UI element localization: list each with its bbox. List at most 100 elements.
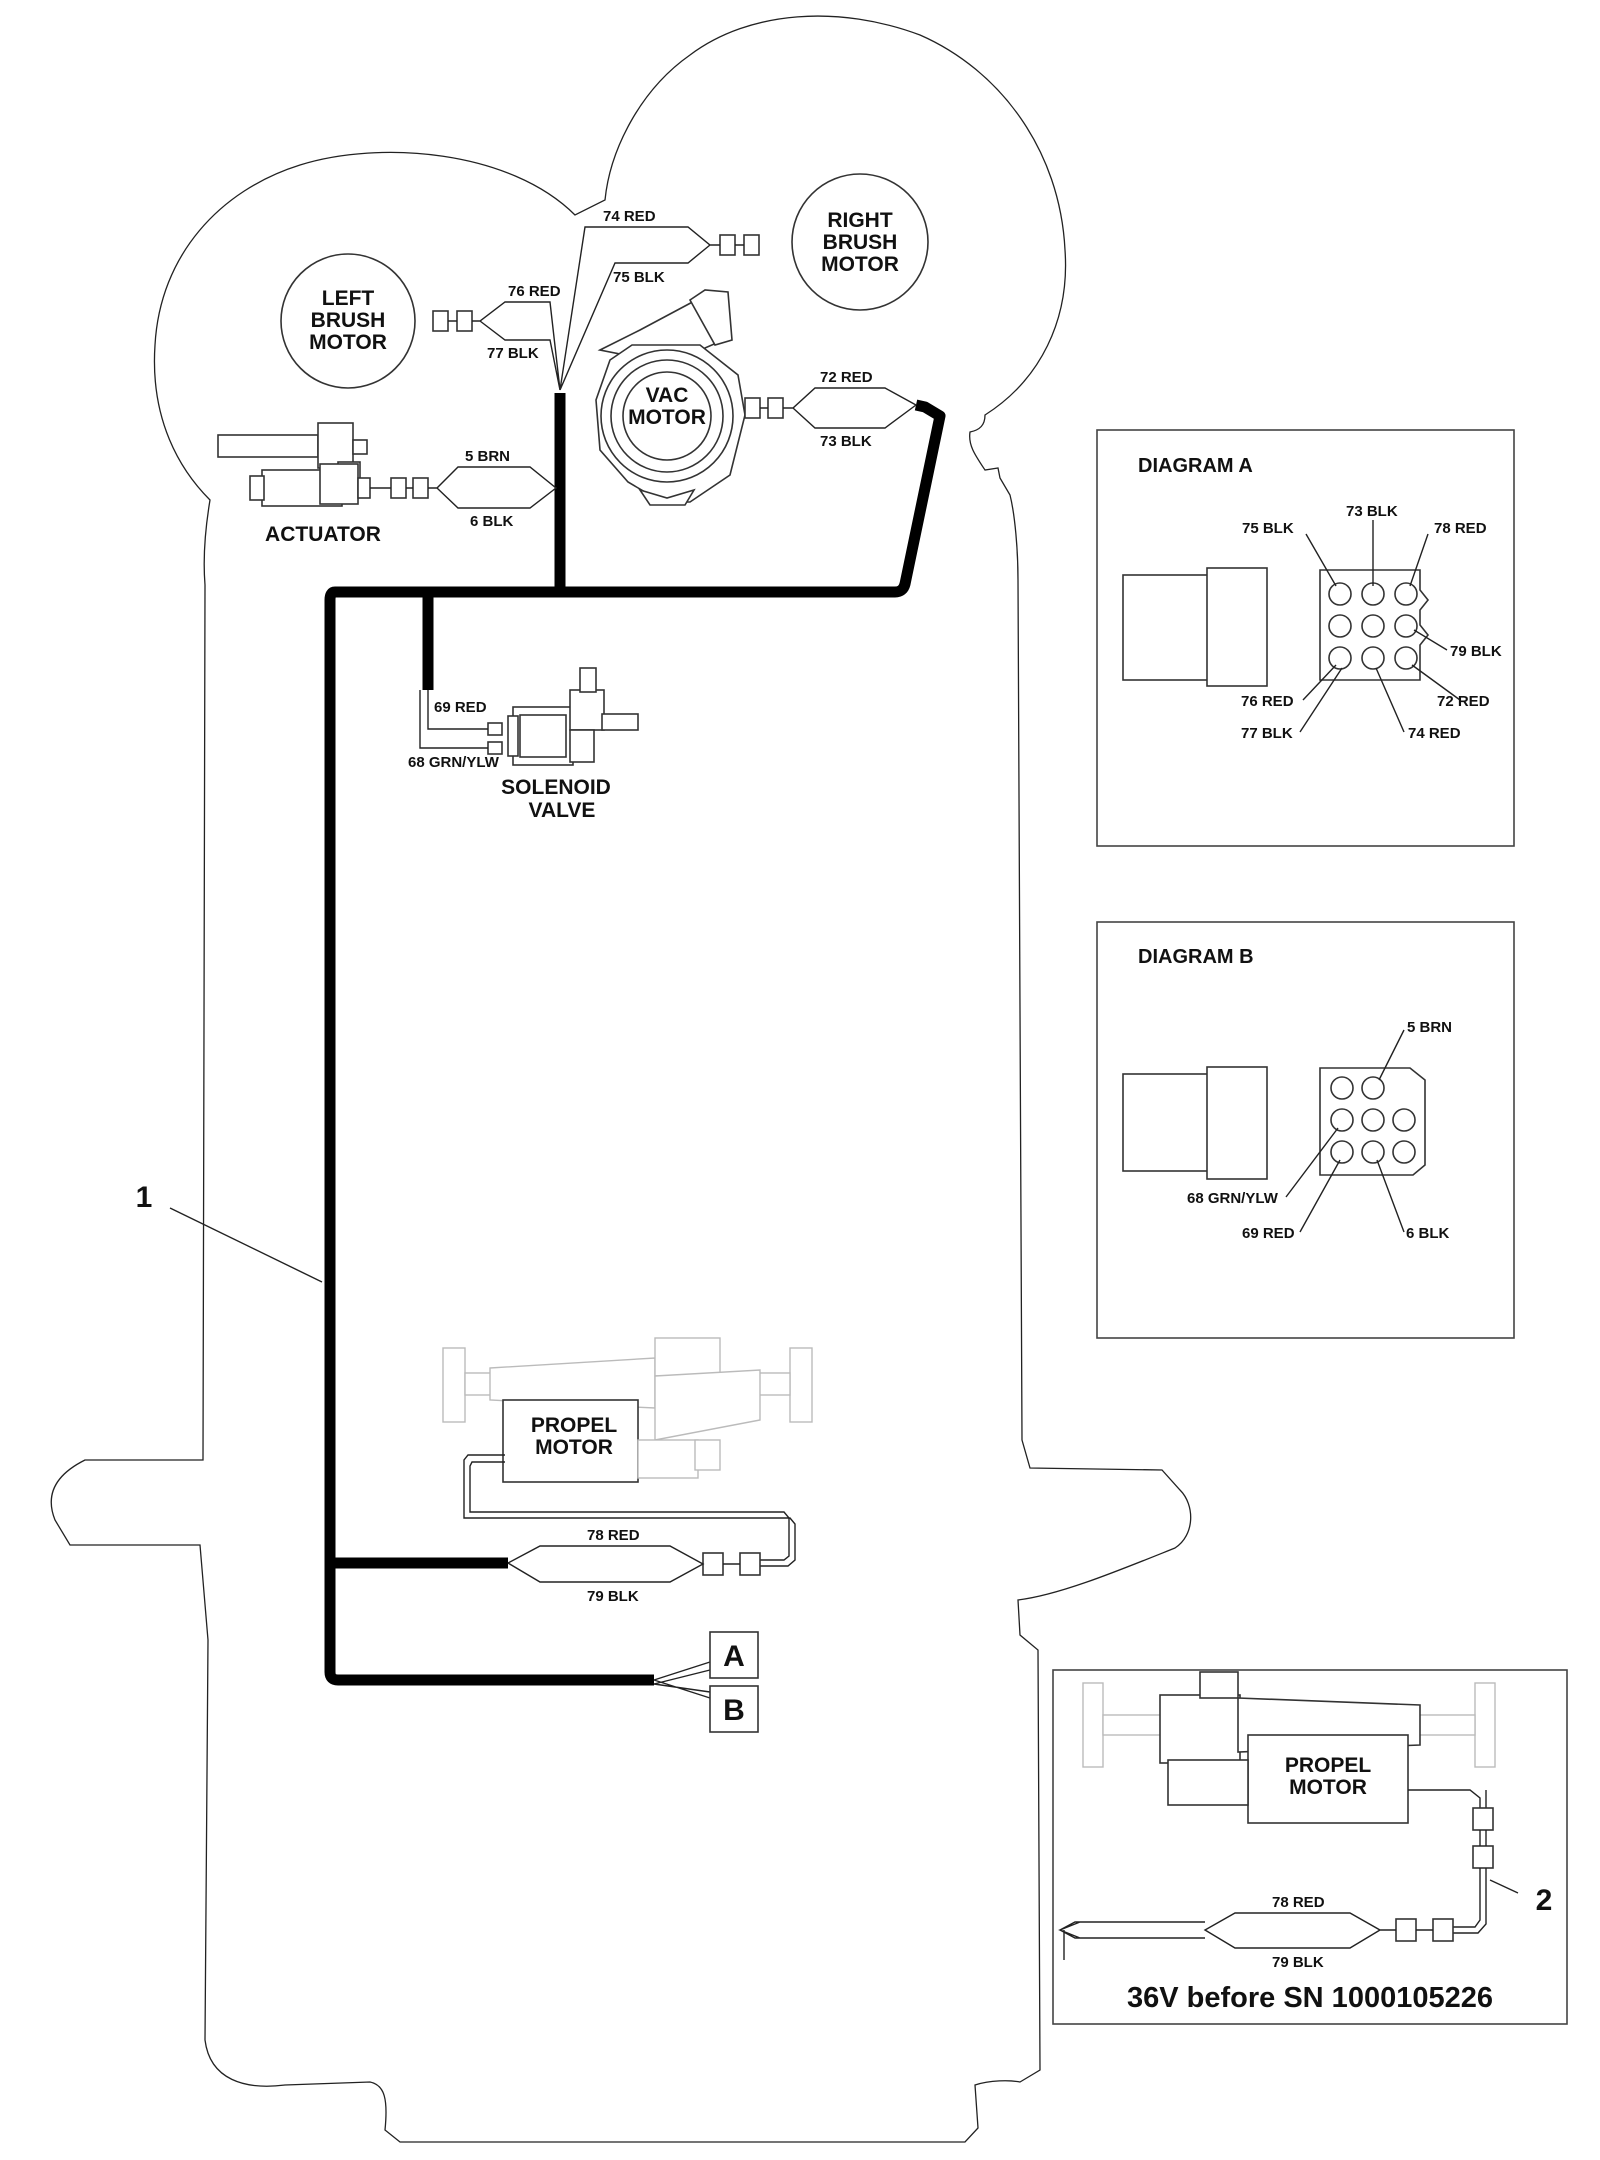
diagram-a-pin	[1328, 614, 1352, 638]
diagram-a-leaders	[1299, 520, 1461, 733]
propel-motor-label-1: PROPEL	[531, 1414, 618, 1437]
solenoid-pin-68	[487, 741, 503, 755]
propel-motor-label-2: MOTOR	[535, 1436, 613, 1459]
wire-label-69: 69 RED	[434, 699, 487, 716]
solenoid-pin-69	[487, 722, 503, 736]
diagram-a-title: DIAGRAM A	[1138, 455, 1253, 477]
wire-label-6: 6 BLK	[470, 513, 514, 530]
diagram-a-pin	[1328, 646, 1352, 670]
vac-motor-drawing	[595, 289, 746, 506]
right-brush-motor-label-1: RIGHT	[827, 209, 893, 232]
diagram-a-pin	[1394, 614, 1418, 638]
diagram-a-pin	[1361, 614, 1385, 638]
right-brush-wires	[559, 226, 744, 391]
propel-motor-drawing	[442, 1337, 813, 1483]
wire-label-68: 68 GRN/YLW	[408, 754, 500, 771]
inset-plug-lower	[1472, 1845, 1494, 1869]
inset-motor-leads	[1408, 1789, 1487, 1808]
diagram-b-pin	[1330, 1140, 1354, 1164]
inset-plug-upper	[1472, 1807, 1494, 1831]
inset-wire-label-79: 79 BLK	[1272, 1954, 1324, 1971]
diagram-b-pin	[1361, 1108, 1385, 1132]
diagram-b-leaders	[1285, 1029, 1405, 1233]
propel-plug-a	[702, 1552, 724, 1576]
diagram-b-pin	[1392, 1140, 1416, 1164]
propel-motor-leads	[463, 1454, 796, 1567]
diagram-a-plug-body	[1122, 574, 1214, 681]
vac-plug-a	[744, 397, 761, 419]
inset-caption: 36V before SN 1000105226	[1127, 1982, 1493, 2014]
diagram-b-plug-body	[1122, 1073, 1214, 1172]
diagram-b-pin	[1361, 1140, 1385, 1164]
inset-harness-stub	[1058, 1912, 1433, 1960]
right-brush-motor-label-3: MOTOR	[821, 253, 899, 276]
diagram-b-pin-5: 5 BRN	[1407, 1019, 1452, 1036]
diagram-b-pin-69: 69 RED	[1242, 1225, 1295, 1242]
diagram-a-pin-72: 72 RED	[1437, 693, 1490, 710]
solenoid-valve-label-1: SOLENOID	[501, 776, 611, 799]
wire-label-76: 76 RED	[508, 283, 561, 300]
diagram-b-pin-6: 6 BLK	[1406, 1225, 1450, 1242]
left-brush-plug-a	[432, 310, 449, 332]
diagram-a-pin-79: 79 BLK	[1450, 643, 1502, 660]
harness-branch-vac	[560, 399, 946, 598]
diagram-b-pin	[1330, 1108, 1354, 1132]
actuator-plug-b	[412, 477, 429, 499]
wire-label-78: 78 RED	[587, 1527, 640, 1544]
wire-label-75: 75 BLK	[613, 269, 665, 286]
right-brush-motor-body	[791, 173, 929, 311]
right-brush-motor-label-2: BRUSH	[823, 231, 898, 254]
actuator-plug-a	[390, 477, 407, 499]
diagram-b-title: DIAGRAM B	[1138, 946, 1254, 968]
right-brush-plug-b	[743, 234, 760, 256]
vac-motor-label-1: VAC	[646, 384, 689, 407]
left-brush-motor-label-3: MOTOR	[309, 331, 387, 354]
diagram-a-pin	[1361, 582, 1385, 606]
wire-label-77: 77 BLK	[487, 345, 539, 362]
callout-2: 2	[1536, 1884, 1553, 1917]
diagram-b-pin-68: 68 GRN/YLW	[1187, 1190, 1279, 1207]
actuator-drawing	[217, 422, 371, 507]
propel-plug-b	[739, 1552, 761, 1576]
diagram-b-plug-collar	[1206, 1066, 1268, 1180]
left-brush-motor-body	[280, 253, 416, 389]
diagram-a-pin-76: 76 RED	[1241, 693, 1294, 710]
left-brush-plug-b	[456, 310, 473, 332]
machine-outline	[50, 15, 1192, 2143]
actuator-wires	[370, 466, 558, 509]
inset-wire-label-78: 78 RED	[1272, 1894, 1325, 1911]
inset-propel-motor-drawing	[1082, 1671, 1496, 1824]
wire-label-5: 5 BRN	[465, 448, 510, 465]
diagram-a-pin-78: 78 RED	[1434, 520, 1487, 537]
connector-b-box	[709, 1685, 759, 1733]
diagram-a-pin	[1394, 582, 1418, 606]
wire-label-72: 72 RED	[820, 369, 873, 386]
inset-wire-run	[1453, 1830, 1487, 1934]
diagram-a-pin-77: 77 BLK	[1241, 725, 1293, 742]
diagram-a-pin	[1361, 646, 1385, 670]
actuator-label: ACTUATOR	[265, 523, 381, 546]
diagram-b-pin	[1392, 1108, 1416, 1132]
callout-2-leader	[1489, 1879, 1519, 1894]
vac-wires	[760, 387, 917, 429]
solenoid-valve-drawing	[507, 667, 639, 766]
callout-1: 1	[136, 1181, 153, 1214]
inset-plug-a	[1395, 1918, 1417, 1942]
connector-a-box	[709, 1631, 759, 1679]
left-brush-wires	[448, 301, 561, 391]
diagram-b-pin	[1330, 1076, 1354, 1100]
callout-1-leader	[169, 1207, 323, 1283]
main-harness	[324, 393, 654, 1686]
wire-label-79: 79 BLK	[587, 1588, 639, 1605]
propel-wires	[507, 1545, 740, 1583]
left-brush-motor-label-2: BRUSH	[311, 309, 386, 332]
solenoid-valve-label-2: VALVE	[529, 799, 596, 822]
diagram-a-pin-74: 74 RED	[1408, 725, 1461, 742]
diagram-a-pin-73: 73 BLK	[1346, 503, 1398, 520]
inset-plug-b	[1432, 1918, 1454, 1942]
diagram-a-pin	[1328, 582, 1352, 606]
left-brush-motor-label-1: LEFT	[322, 287, 375, 310]
wire-label-74: 74 RED	[603, 208, 656, 225]
vac-motor-label-2: MOTOR	[628, 406, 706, 429]
